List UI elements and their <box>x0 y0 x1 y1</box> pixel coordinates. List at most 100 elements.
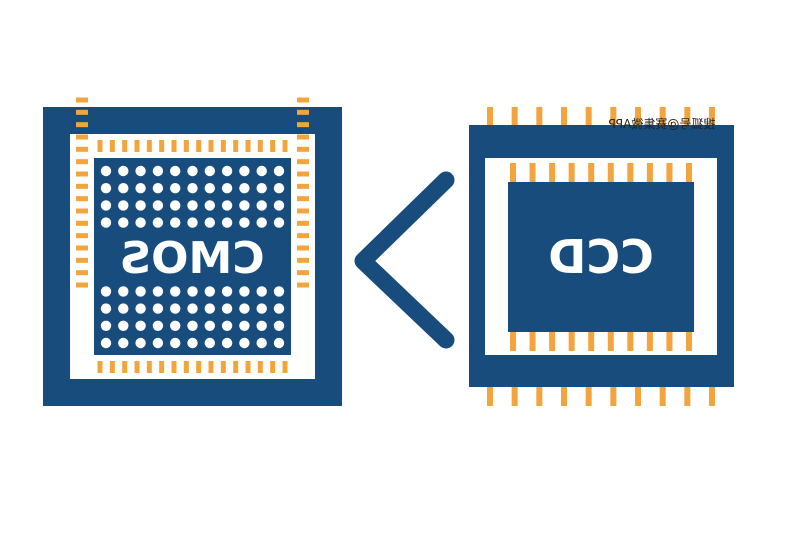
cmos-ball <box>187 165 198 177</box>
cmos-pad-top <box>208 140 214 152</box>
cmos-pad-bottom <box>245 361 251 373</box>
cmos-pad-bottom <box>159 361 165 373</box>
cmos-ball <box>170 200 181 211</box>
cmos-ball <box>100 303 112 314</box>
cmos-ball <box>135 303 146 314</box>
ccd-pad-bottom <box>666 332 673 351</box>
cmos-ball <box>221 200 233 211</box>
cmos-pad-top <box>171 140 177 152</box>
cmos-ball <box>135 337 146 349</box>
cmos-pad-right <box>297 97 309 103</box>
ccd-pad-top <box>529 163 536 183</box>
cmos-pad-bottom <box>109 361 115 373</box>
cmos-ball <box>118 303 129 314</box>
ccd-pin-bottom <box>487 385 493 406</box>
cmos-pad-right <box>297 257 309 263</box>
cmos-pad-left <box>76 233 88 239</box>
ccd-pad-bottom <box>627 332 634 351</box>
cmos-pad-bottom <box>146 361 152 373</box>
cmos-ball <box>170 320 181 331</box>
cmos-ball <box>118 165 129 177</box>
cmos-ball <box>239 320 250 331</box>
ccd-pad-bottom <box>510 332 516 351</box>
cmos-ball <box>100 200 112 211</box>
cmos-pad-right <box>297 196 309 202</box>
cmos-pad-bottom <box>171 361 177 373</box>
cmos-pad-right <box>297 159 309 165</box>
ccd-pin-top <box>635 107 641 127</box>
cmos-ball <box>239 200 250 211</box>
cmos-ball <box>239 303 250 314</box>
ccd-pin-top <box>487 107 493 127</box>
cmos-ball <box>170 286 181 297</box>
cmos-ball <box>152 165 164 177</box>
cmos-pad-top <box>257 140 263 152</box>
cmos-pad-left <box>76 220 88 226</box>
cmos-ball <box>118 337 129 349</box>
ccd-pin-bottom <box>610 385 617 406</box>
cmos-ball <box>118 217 129 228</box>
cmos-ball <box>152 337 164 349</box>
ccd-pad-top <box>686 163 692 183</box>
ccd-inner-pads <box>510 163 692 351</box>
cmos-ball <box>256 165 267 177</box>
ccd-pad-top <box>607 163 614 183</box>
cmos-ball <box>187 183 198 194</box>
cmos-ball <box>100 337 112 349</box>
ccd-pin-top <box>536 107 543 127</box>
cmos-pad-right <box>297 220 309 226</box>
cmos-pad-left <box>76 97 88 103</box>
cmos-ball <box>256 303 267 314</box>
cmos-ball <box>221 217 233 228</box>
cmos-ball <box>187 320 198 331</box>
cmos-ball <box>118 320 129 331</box>
cmos-pad-top <box>109 140 115 152</box>
cmos-ball <box>187 286 198 297</box>
cmos-pad-left <box>76 196 88 202</box>
cmos-pad-top <box>270 140 276 152</box>
cmos-ball <box>170 337 181 349</box>
ccd-pin-bottom <box>709 385 715 406</box>
cmos-ball <box>187 217 198 228</box>
cmos-ball <box>152 286 164 297</box>
ccd-pin-top <box>709 107 715 127</box>
cmos-pad-right <box>297 122 309 128</box>
cmos-pad-bottom <box>208 361 214 373</box>
cmos-ball <box>204 303 215 314</box>
ccd-pad-top <box>549 163 556 183</box>
ccd-pin-bottom <box>561 385 567 406</box>
ccd-pin-bottom <box>511 385 518 406</box>
chevron-left-icon <box>354 171 455 349</box>
cmos-pad-left <box>76 245 88 251</box>
ccd-pad-bottom <box>588 332 595 351</box>
ccd-pad-top <box>510 163 516 183</box>
cmos-ball <box>100 183 112 194</box>
ccd-outer-pins <box>487 107 715 406</box>
cmos-ball <box>152 303 164 314</box>
ccd-pad-bottom <box>568 332 575 351</box>
cmos-label: CMOS <box>119 233 264 284</box>
ccd-pad-bottom <box>646 332 653 351</box>
ccd-pin-top <box>659 107 666 127</box>
cmos-pad-bottom <box>257 361 263 373</box>
cmos-ball <box>118 286 129 297</box>
cmos-ball <box>239 183 250 194</box>
cmos-ball <box>152 183 164 194</box>
cmos-ball <box>273 200 285 211</box>
ccd-die <box>508 182 694 332</box>
cmos-ball <box>187 303 198 314</box>
ccd-pad-bottom <box>686 332 692 351</box>
cmos-pad-bottom <box>97 361 103 373</box>
cmos-ball <box>256 337 267 349</box>
cmos-ball <box>221 320 233 331</box>
cmos-ball <box>100 165 112 177</box>
ccd-pad-bottom <box>549 332 556 351</box>
ccd-pin-bottom <box>684 385 691 406</box>
cmos-pad-left <box>76 134 88 140</box>
cmos-ball <box>221 303 233 314</box>
cmos-ball <box>100 217 112 228</box>
cmos-pad-right <box>297 146 309 152</box>
cmos-ball <box>135 183 146 194</box>
cmos-chip: CMOS <box>43 97 342 406</box>
cmos-ball <box>256 183 267 194</box>
